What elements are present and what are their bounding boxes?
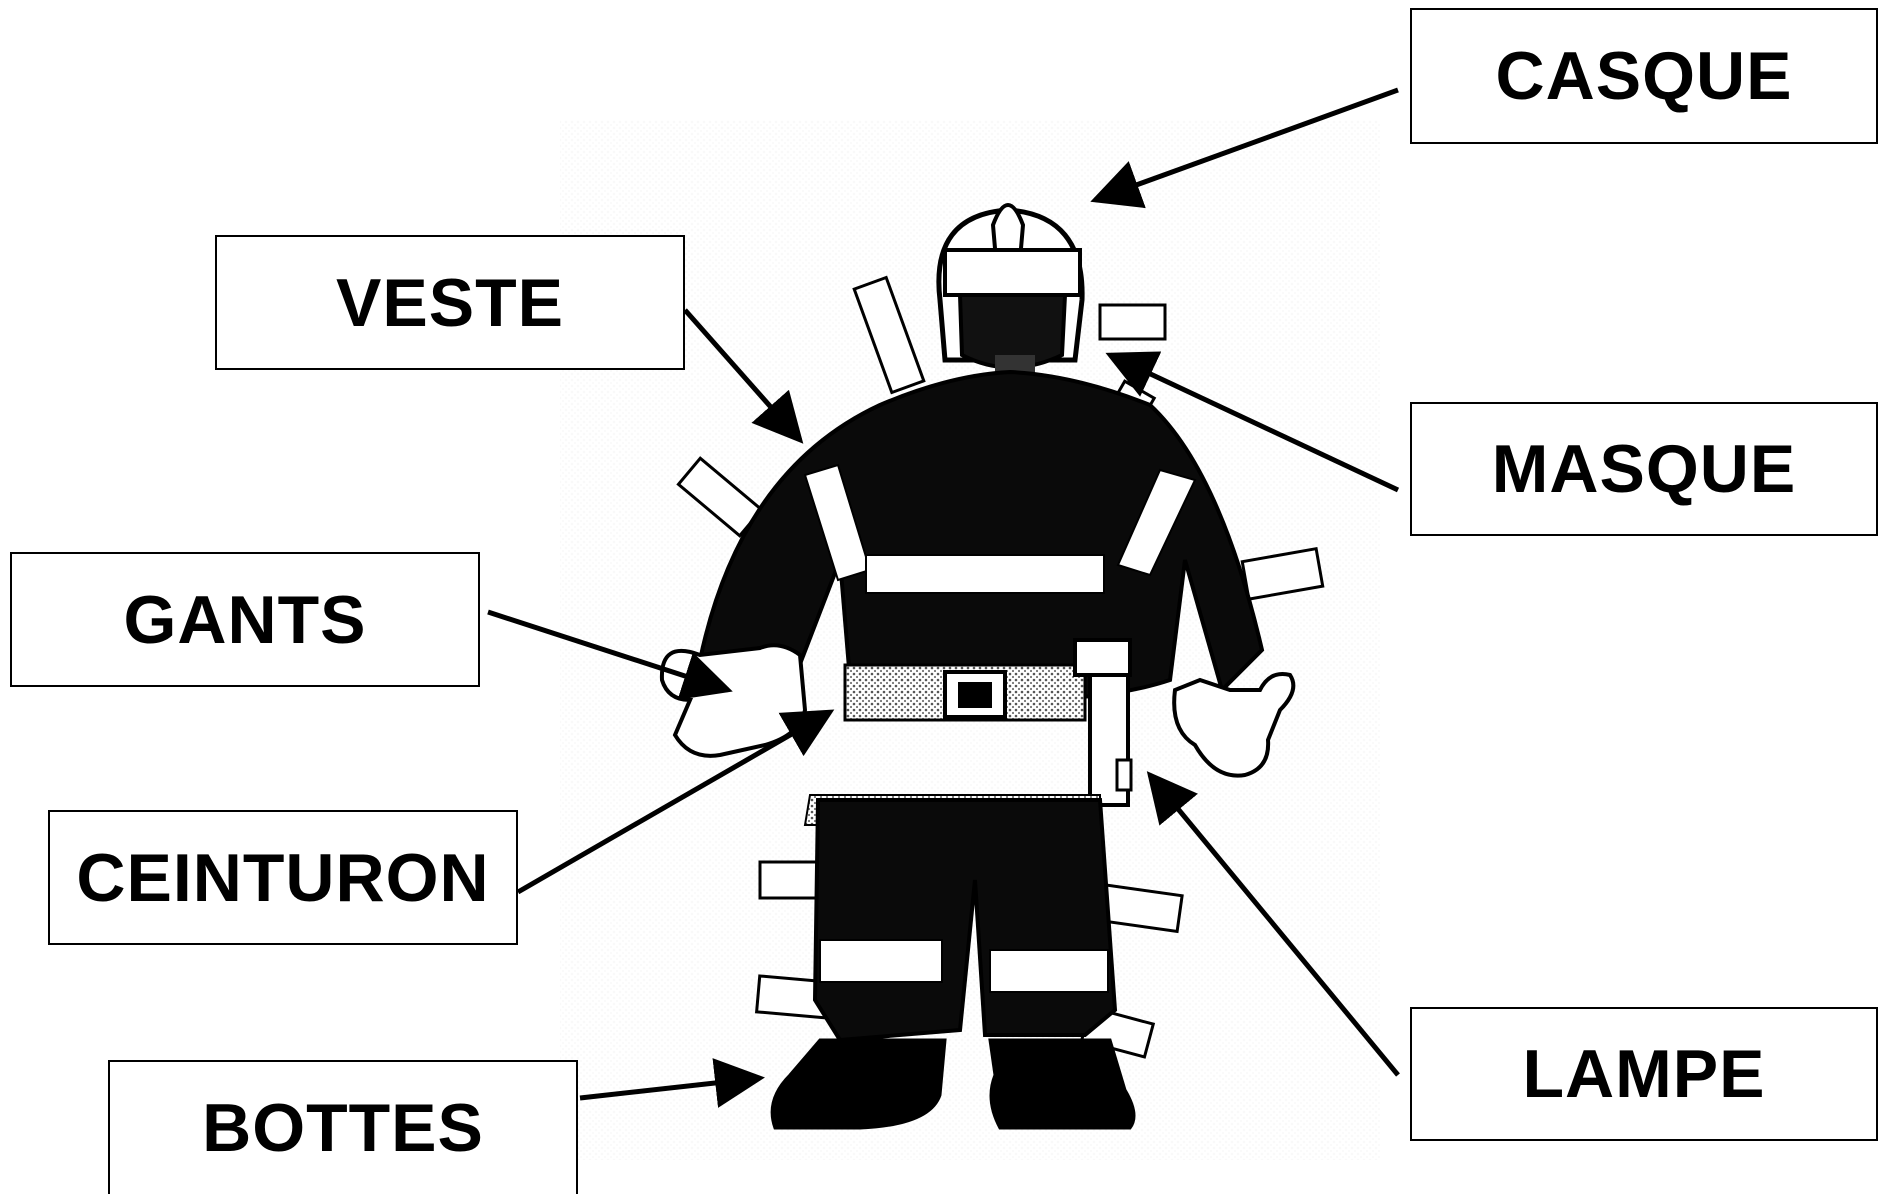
arrow-veste (683, 308, 804, 444)
label-veste: VESTE (215, 235, 685, 370)
trousers-illustration (812, 798, 1118, 1043)
label-casque: CASQUE (1410, 8, 1878, 144)
arrow-bottes (579, 1058, 765, 1108)
label-ceinturon: CEINTURON (48, 810, 518, 945)
arrow-masque (1105, 351, 1400, 493)
arrow-casque (1090, 87, 1399, 209)
helmet-illustration (936, 203, 1085, 377)
label-bottes: BOTTES (108, 1060, 578, 1194)
arrow-gants (487, 609, 733, 700)
label-gants: GANTS (10, 552, 480, 687)
decorative-strips (676, 275, 1325, 1059)
label-lampe: LAMPE (1410, 1007, 1878, 1141)
label-masque: MASQUE (1410, 402, 1878, 536)
gloves-illustration (659, 643, 1296, 778)
arrow-ceinturon (516, 709, 835, 895)
boots-illustration (770, 1038, 1136, 1130)
arrow-lampe (1146, 771, 1400, 1077)
pointer-arrows (487, 87, 1400, 1108)
